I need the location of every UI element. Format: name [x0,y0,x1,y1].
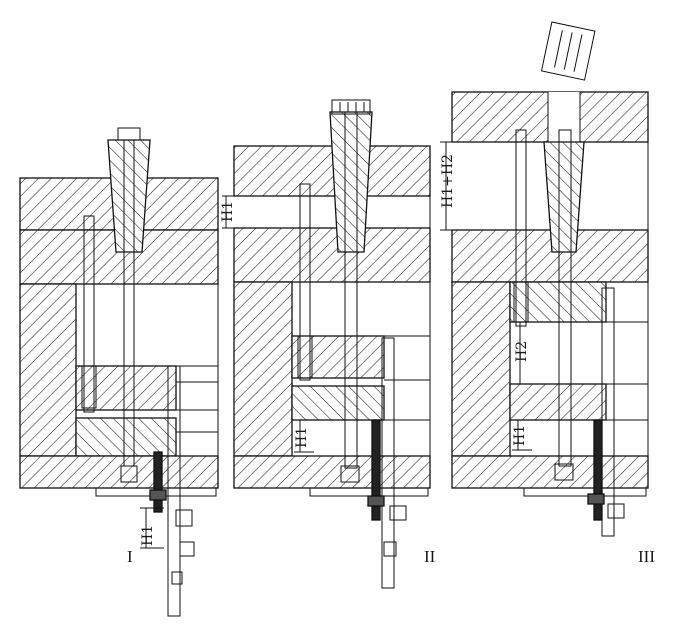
ejector-rod [381,337,395,589]
dim-h1h2-stage3: H1+H2 [440,154,456,208]
guide-block [153,451,163,513]
sprue-puller-rod [344,111,358,469]
guide-block [593,419,603,521]
sprue-gap [548,92,580,142]
sprue-bushing [329,111,373,253]
side-wall [233,281,293,457]
ejector-rod [601,287,615,537]
sprue-puller-rod [558,129,572,467]
base-plate [523,487,647,497]
dim-h2-stage3: H2 [514,341,530,362]
dim-h1-stage2-top: H1 [220,201,236,222]
dim-h1-stage1: H1 [140,525,156,546]
bottom-clamp-plate [233,455,431,489]
ejector-retainer-plate [75,365,177,411]
dim-h1-stage3: H1 [512,425,528,446]
stripper-plate [509,281,607,323]
sprue-nozzle [117,127,141,141]
dim-h1-stage2-mid: H1 [294,427,310,448]
stage-label-1: I [127,547,133,566]
cavity-plate [451,229,649,283]
ejector-rod [167,365,181,617]
return-pin [515,129,527,327]
stage-2: H1 H1 II [220,99,436,589]
sprue-nozzle [331,99,371,115]
ejected-sprue [540,21,596,81]
ejector-plate [509,383,607,421]
side-wall [451,281,511,457]
return-pin [299,183,311,381]
sprue-bushing [107,139,151,253]
guide-block [371,419,381,521]
stage-3: H1+H2 H2 H1 III [440,21,655,566]
cavity-plate [233,227,431,283]
bottom-clamp-plate [19,455,219,489]
ejector-plate [75,417,177,457]
bottom-clamp-plate [451,455,649,489]
stage-label-3: III [638,547,655,566]
ejector-retainer-plate [291,335,385,379]
side-wall [19,283,77,457]
stage-1: H1 I [19,127,219,617]
base-plate [309,487,429,497]
return-pin [83,215,95,413]
stage-label-2: II [424,547,436,566]
ejector-plate [291,385,385,421]
